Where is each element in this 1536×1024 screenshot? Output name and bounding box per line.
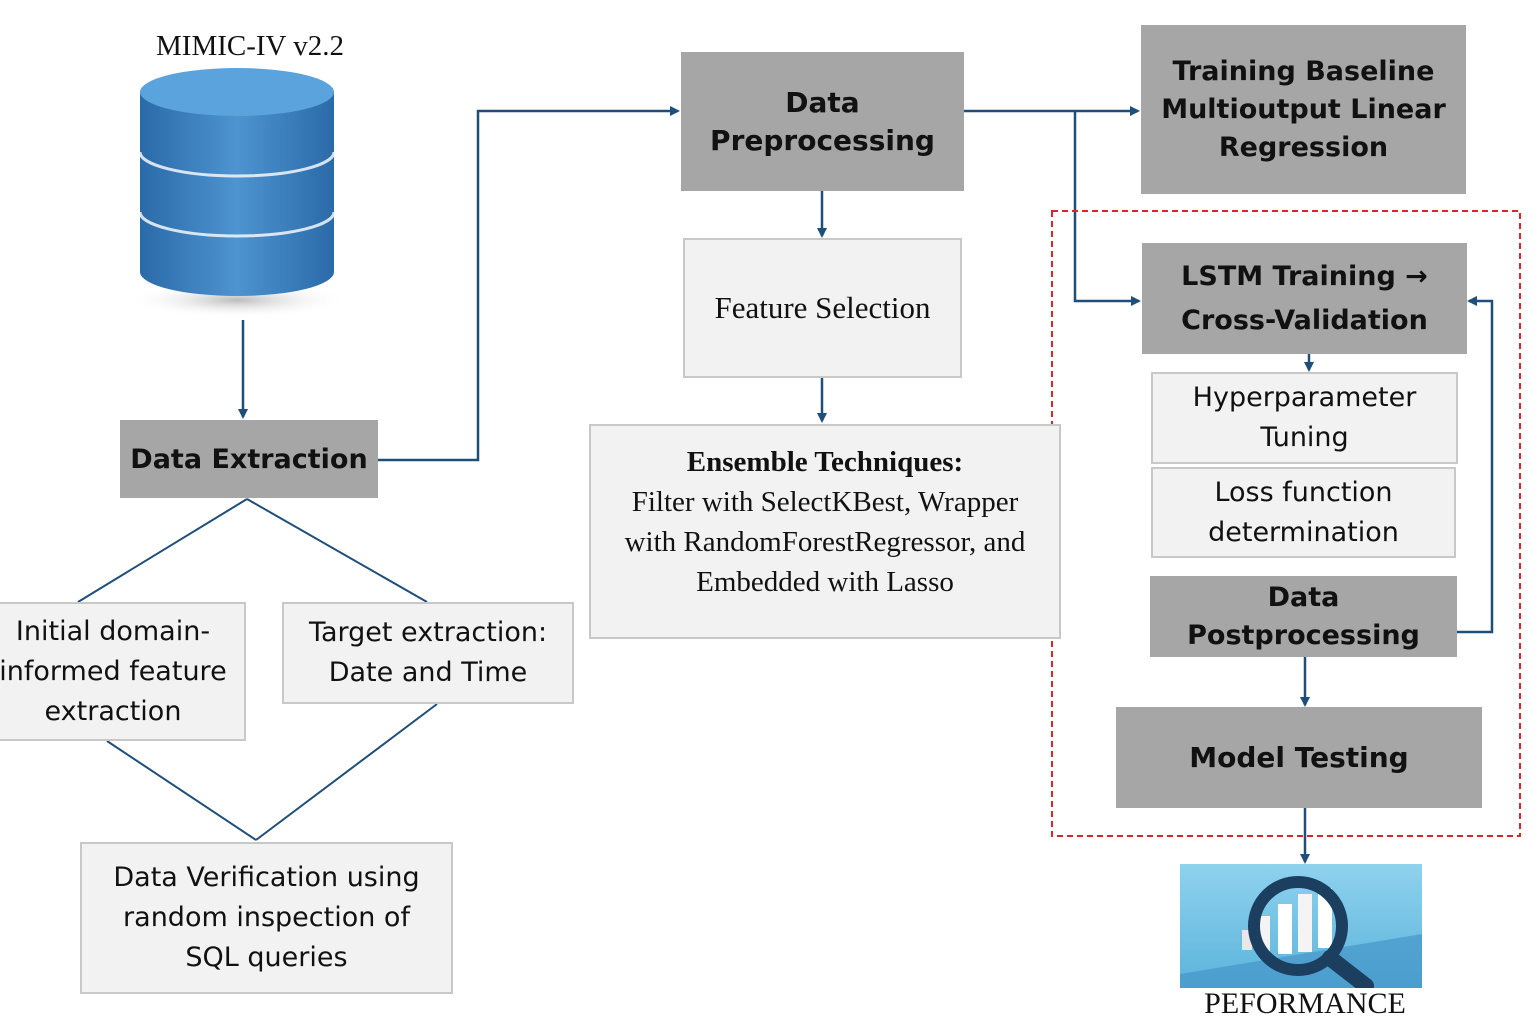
arrow-extraction-to-preprocessing: [378, 106, 680, 462]
arrow-postprocessing-loop: [1457, 296, 1494, 634]
ensemble-title: Ensemble Techniques:: [686, 445, 964, 478]
data-preprocessing-box: Data Preprocessing: [681, 52, 964, 191]
data-verification-box: Data Verification using random inspectio…: [80, 842, 453, 994]
model-testing-box: Model Testing: [1116, 707, 1482, 808]
lstm-training-box: LSTM Training → Cross-Validation: [1142, 243, 1467, 354]
data-extraction-box: Data Extraction: [120, 420, 378, 498]
arrow-preprocessing-to-lstm: [1073, 111, 1141, 306]
database-icon: [127, 68, 347, 318]
branch-line-left: [77, 498, 248, 603]
data-postprocessing-box: Data Postprocessing: [1150, 576, 1457, 657]
initial-feature-extraction-box: Initial domain- informed feature extract…: [0, 602, 246, 741]
database-title: MIMIC-IV v2.2: [156, 29, 344, 62]
performance-magnifier-icon: [1180, 864, 1422, 988]
feature-selection-box: Feature Selection: [683, 238, 962, 378]
loss-function-box: Loss function determination: [1151, 467, 1456, 558]
branch-line-right: [246, 498, 428, 603]
hyperparameter-tuning-box: Hyperparameter Tuning: [1151, 372, 1458, 464]
ensemble-body: Filter with SelectKBest, Wrapper with Ra…: [624, 485, 1026, 598]
merge-line-right: [255, 703, 438, 841]
training-baseline-box: Training Baseline Multioutput Linear Reg…: [1141, 25, 1466, 194]
merge-line-left: [106, 740, 257, 841]
target-extraction-box: Target extraction: Date and Time: [282, 602, 574, 704]
ensemble-techniques-box: Ensemble Techniques: Filter with SelectK…: [589, 424, 1061, 639]
performance-label: PEFORMANCE: [1204, 987, 1406, 1020]
